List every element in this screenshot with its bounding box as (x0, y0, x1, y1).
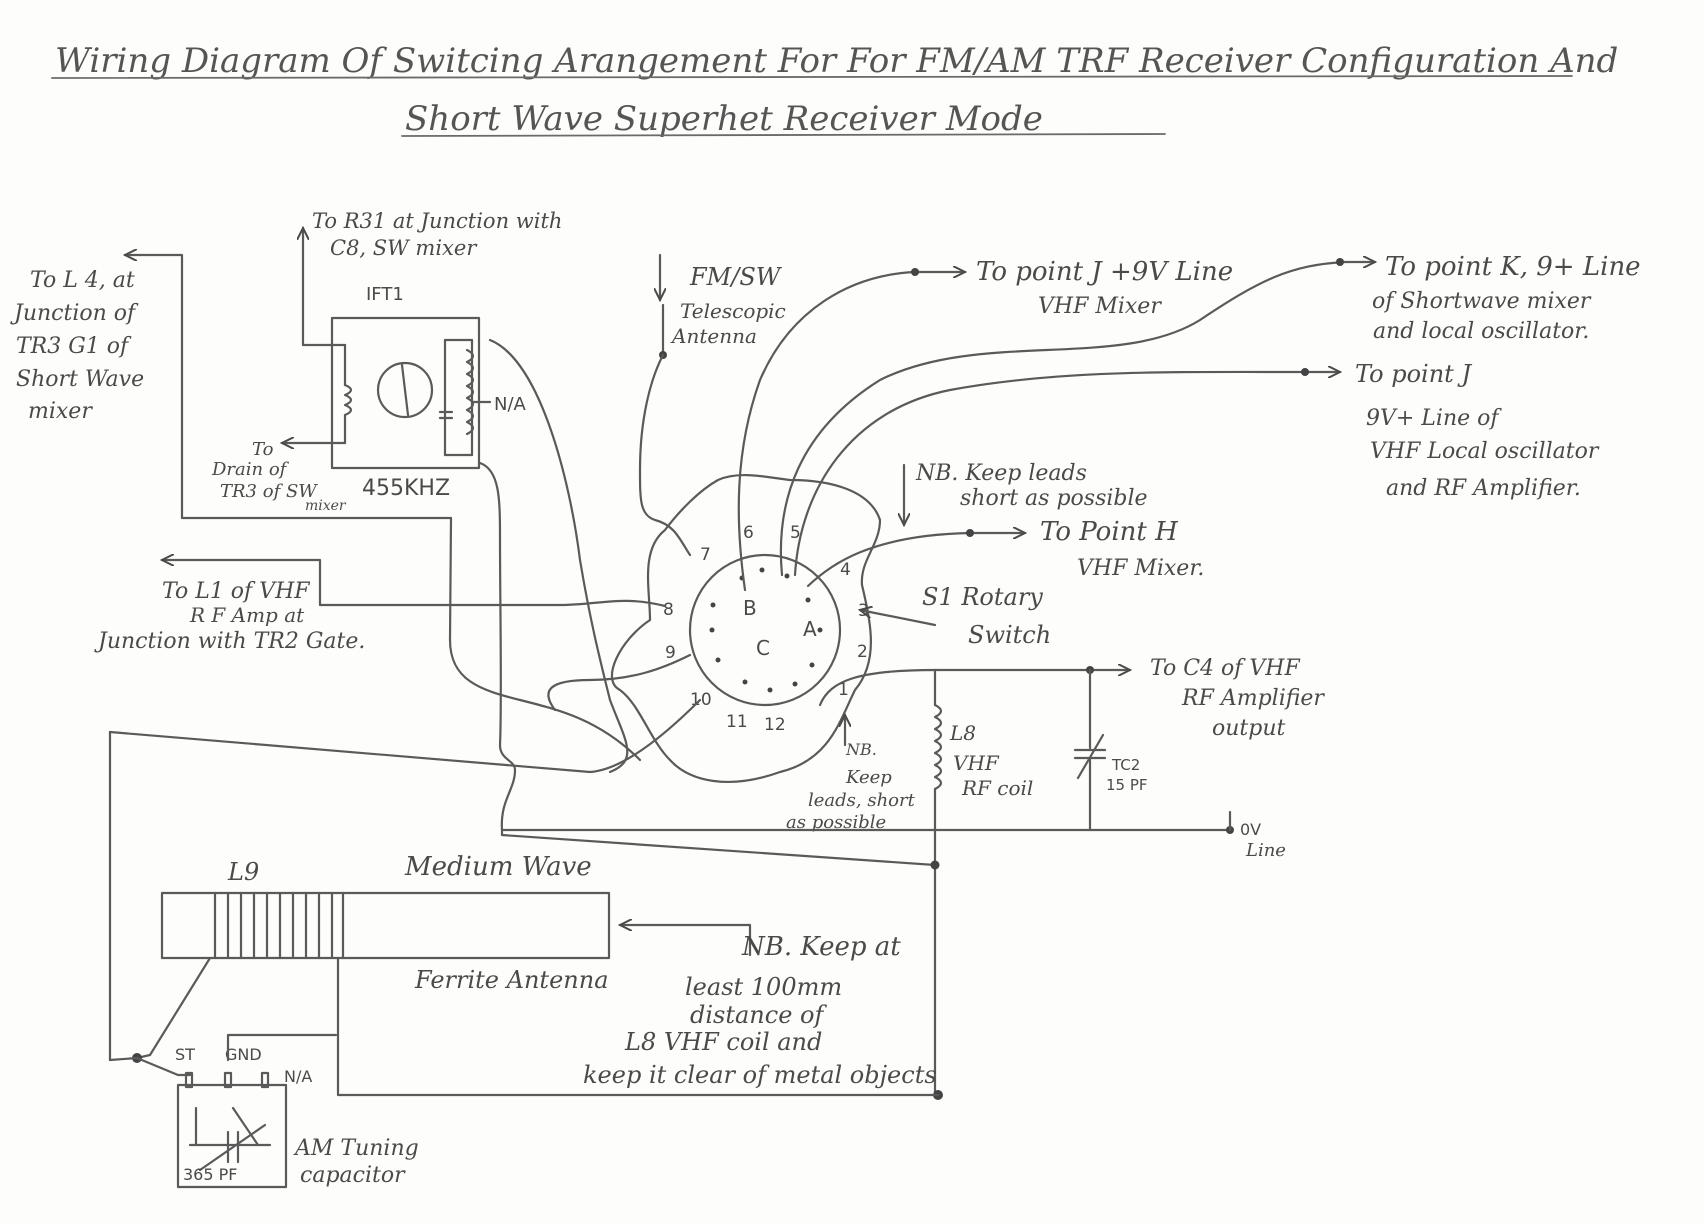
point-j-vhf-label-2: VHF Mixer (1038, 294, 1162, 319)
nb-mid-label-2: Keep (845, 767, 892, 788)
nb-bottom-label-1: NB. Keep at (741, 932, 901, 962)
point-j-vhf-label-1: To point J +9V Line (976, 257, 1233, 287)
ferrite-label-1: Medium Wave (404, 852, 592, 882)
switch-label-2: Switch (968, 621, 1051, 649)
l4-label-3: TR3 G1 of (16, 334, 132, 359)
title-line-1: Wiring Diagram Of Switcing Arangement Fo… (55, 41, 1618, 81)
c4-label-3: output (1212, 716, 1286, 741)
tc2-label-1: TC2 (1111, 756, 1140, 774)
switch-pin-4: 4 (840, 560, 851, 580)
point-h-label-1: To Point H (1040, 517, 1179, 547)
ift-primary-coil-icon (343, 383, 353, 417)
drain-label-4: mixer (305, 498, 347, 514)
l1-label-1: To L1 of VHF (162, 579, 310, 604)
ift1-transformer (301, 316, 492, 470)
switch-body-outline (610, 474, 882, 783)
switch-wiper-b: B (743, 596, 757, 620)
switch-label-1: S1 Rotary (922, 583, 1043, 611)
title-line-2: Short Wave Superhet Receiver Mode (405, 99, 1043, 139)
l8-coil-icon (933, 703, 943, 791)
ferrite-antenna (160, 891, 611, 960)
drain-label-1: To (252, 439, 274, 460)
switch-wafer (688, 553, 842, 707)
nb-top-label-2: short as possible (960, 486, 1148, 511)
ift-secondary-coil-icon (465, 348, 475, 436)
l4-label-5: mixer (28, 399, 93, 424)
switch-pin-5: 5 (790, 523, 801, 543)
ift-name-label: IFT1 (366, 284, 404, 305)
switch-pin-7: 7 (700, 545, 711, 565)
nb-bottom-label-4: L8 VHF coil and (624, 1028, 822, 1056)
ift-na-label: N/A (494, 394, 527, 415)
nb-top-label-1: NB. Keep leads (915, 461, 1087, 486)
l8-label-2: VHF (953, 751, 1000, 775)
drain-label-2: Drain of (211, 459, 290, 480)
l4-label-4: Short Wave (16, 367, 144, 392)
point-j-lo-label-3: VHF Local oscillator (1370, 439, 1600, 464)
am-cap-gnd-label: GND (225, 1045, 262, 1064)
l4-label-2: Junction of (10, 301, 139, 326)
antenna-label-1: FM/SW (689, 263, 783, 291)
nb-mid-label-1: NB. (845, 740, 877, 759)
antenna-label-3: Antenna (670, 324, 757, 348)
switch-pin-11: 11 (726, 712, 748, 732)
s1-rotary-switch (610, 474, 882, 783)
variable-cap-arrow-icon (198, 1123, 267, 1172)
nb-bottom-label-3: distance of (690, 1001, 827, 1029)
switch-wiper-a: A (803, 617, 817, 641)
point-j-lo-label-1: To point J (1355, 360, 1472, 388)
ferrite-label-2: Ferrite Antenna (414, 966, 609, 994)
ift-freq-label: 455KHZ (362, 476, 450, 501)
title-underline-1 (51, 75, 1573, 79)
antenna-label-2: Telescopic (680, 299, 786, 323)
ift-core-icon (376, 361, 434, 419)
switch-pin-9: 9 (665, 643, 676, 663)
am-cap-value-label: 365 PF (183, 1165, 237, 1184)
l1-label-2: R F Amp at (189, 603, 305, 627)
am-cap-label-1: AM Tuning (293, 1136, 419, 1161)
am-cap-na-label: N/A (284, 1067, 312, 1086)
point-k-label-1: To point K, 9+ Line (1385, 252, 1641, 282)
point-j-lo-label-2: 9V+ Line of (1366, 406, 1502, 431)
switch-wiper-c: C (756, 636, 770, 660)
point-h-label-2: VHF Mixer. (1077, 556, 1204, 581)
tc2-label-2: 15 PF (1106, 776, 1148, 794)
drain-label-3: TR3 of SW (220, 481, 318, 502)
l4-label-1: To L 4, at (30, 268, 135, 293)
nb-mid-label-4: as possible (786, 812, 886, 833)
am-cap-label-2: capacitor (300, 1163, 406, 1188)
l8-label-1: L8 (949, 721, 976, 745)
nb-bottom-label-5: keep it clear of metal objects (583, 1061, 937, 1089)
l1-label-3: Junction with TR2 Gate. (94, 629, 365, 654)
point-k-label-3: and local oscillator. (1373, 319, 1589, 344)
switch-pin-2: 2 (857, 642, 868, 662)
r31-label-1: To R31 at Junction with (312, 209, 562, 233)
switch-pin-8: 8 (663, 600, 674, 620)
switch-pin-1: 1 (838, 680, 849, 700)
ov-label-1: 0V (1240, 820, 1261, 839)
l9-label: L9 (227, 858, 259, 886)
c4-label-1: To C4 of VHF (1150, 656, 1300, 681)
point-j-lo-label-4: and RF Amplifier. (1386, 476, 1581, 501)
ov-label-2: Line (1245, 840, 1286, 861)
l8-label-3: RF coil (961, 776, 1033, 800)
title-underline-2 (401, 133, 1166, 137)
switch-pin-6: 6 (743, 523, 754, 543)
r31-label-2: C8, SW mixer (330, 236, 478, 260)
nb-bottom-label-2: least 100mm (685, 973, 842, 1001)
c4-label-2: RF Amplifier (1181, 686, 1325, 711)
switch-pin-12: 12 (764, 715, 786, 735)
nb-mid-label-3: leads, short (808, 790, 916, 811)
point-k-label-2: of Shortwave mixer (1372, 289, 1592, 314)
am-cap-st-label: ST (175, 1045, 195, 1064)
